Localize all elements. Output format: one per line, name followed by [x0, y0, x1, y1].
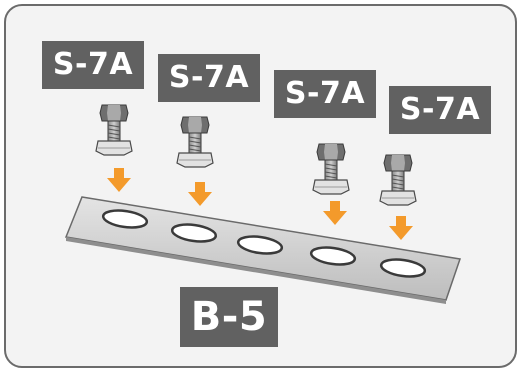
- screw-label-2: S-7A: [158, 54, 260, 102]
- screw-label-1: S-7A: [42, 41, 144, 89]
- plate-slot: [101, 209, 149, 229]
- screw-4: [379, 154, 417, 206]
- mounting-plate: [64, 196, 461, 304]
- screw-label-4: S-7A: [389, 86, 491, 134]
- plate-slot: [309, 246, 357, 266]
- plate-slot: [379, 258, 427, 278]
- arrow-down-icon: [323, 201, 347, 225]
- screw-3: [312, 143, 350, 195]
- screw-2: [176, 116, 214, 168]
- plate-label: B-5: [180, 287, 278, 347]
- arrow-down-icon: [389, 216, 413, 240]
- arrow-down-icon: [107, 168, 131, 192]
- plate-slot: [236, 235, 284, 255]
- screw-label-3: S-7A: [274, 70, 376, 118]
- plate-slot: [170, 223, 218, 243]
- screw-1: [95, 104, 133, 156]
- arrow-down-icon: [188, 182, 212, 206]
